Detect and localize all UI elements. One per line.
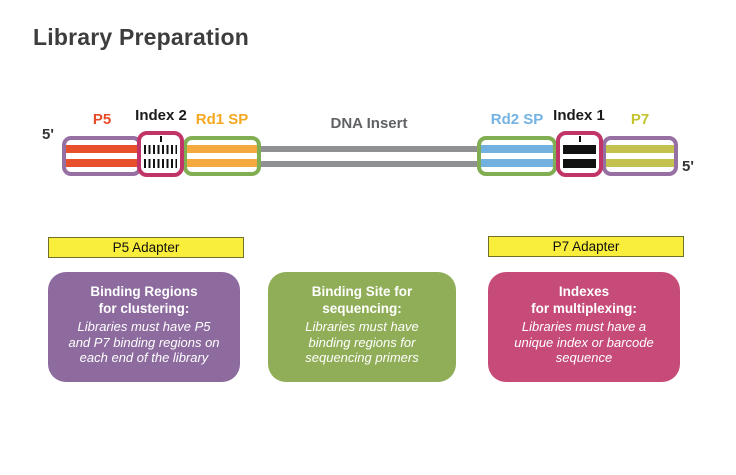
info-box-heading: Indexes for multiplexing: xyxy=(531,284,637,316)
p5-adapter-label: P5 Adapter xyxy=(48,237,244,258)
rd1-sp-label: Rd1 SP xyxy=(195,111,249,128)
index1-bar xyxy=(563,159,596,168)
info-box-heading: Binding Regions for clustering: xyxy=(90,284,198,316)
info-box-body: Libraries must have binding regions for … xyxy=(305,318,419,366)
rd2-sp-stripe xyxy=(481,145,553,153)
rd1-sp-stripe xyxy=(187,159,257,167)
rd2-sp-segment xyxy=(477,136,557,176)
p5-stripe xyxy=(66,145,138,153)
p7-segment xyxy=(602,136,678,176)
p7-adapter-label: P7 Adapter xyxy=(488,236,684,257)
index1-tick-mark xyxy=(578,136,581,142)
dna-insert-strand-top xyxy=(255,146,482,152)
p7-label: P7 xyxy=(630,111,650,128)
binding-regions-info-box: Binding Regions for clustering: Librarie… xyxy=(48,272,240,382)
index1-label: Index 1 xyxy=(553,107,605,124)
index2-barcode-row xyxy=(144,159,177,168)
index1-bar xyxy=(563,145,596,154)
binding-site-info-box: Binding Site for sequencing: Libraries m… xyxy=(268,272,456,382)
p7-stripe xyxy=(606,159,674,167)
index2-segment xyxy=(137,131,184,177)
rd2-sp-label: Rd2 SP xyxy=(490,111,544,128)
info-box-body: Libraries must have a unique index or ba… xyxy=(514,318,654,366)
dna-insert-strand-bottom xyxy=(255,161,482,167)
rd2-sp-stripe xyxy=(481,159,553,167)
dna-insert-label: DNA Insert xyxy=(330,115,408,132)
five-prime-label-right: 5' xyxy=(682,158,694,175)
info-box-body: Libraries must have P5 and P7 binding re… xyxy=(68,318,220,366)
info-box-heading: Binding Site for sequencing: xyxy=(311,284,413,316)
index1-segment xyxy=(556,131,603,177)
p5-label: P5 xyxy=(92,111,112,128)
p7-stripe xyxy=(606,145,674,153)
rd1-sp-segment xyxy=(183,136,261,176)
five-prime-label-left: 5' xyxy=(42,126,54,143)
p5-segment xyxy=(62,136,142,176)
index2-tick-mark xyxy=(159,136,162,142)
p5-stripe xyxy=(66,159,138,167)
index2-label: Index 2 xyxy=(135,107,187,124)
indexes-info-box: Indexes for multiplexing: Libraries must… xyxy=(488,272,680,382)
rd1-sp-stripe xyxy=(187,145,257,153)
page-title: Library Preparation xyxy=(33,24,249,50)
index2-barcode-row xyxy=(144,145,177,154)
